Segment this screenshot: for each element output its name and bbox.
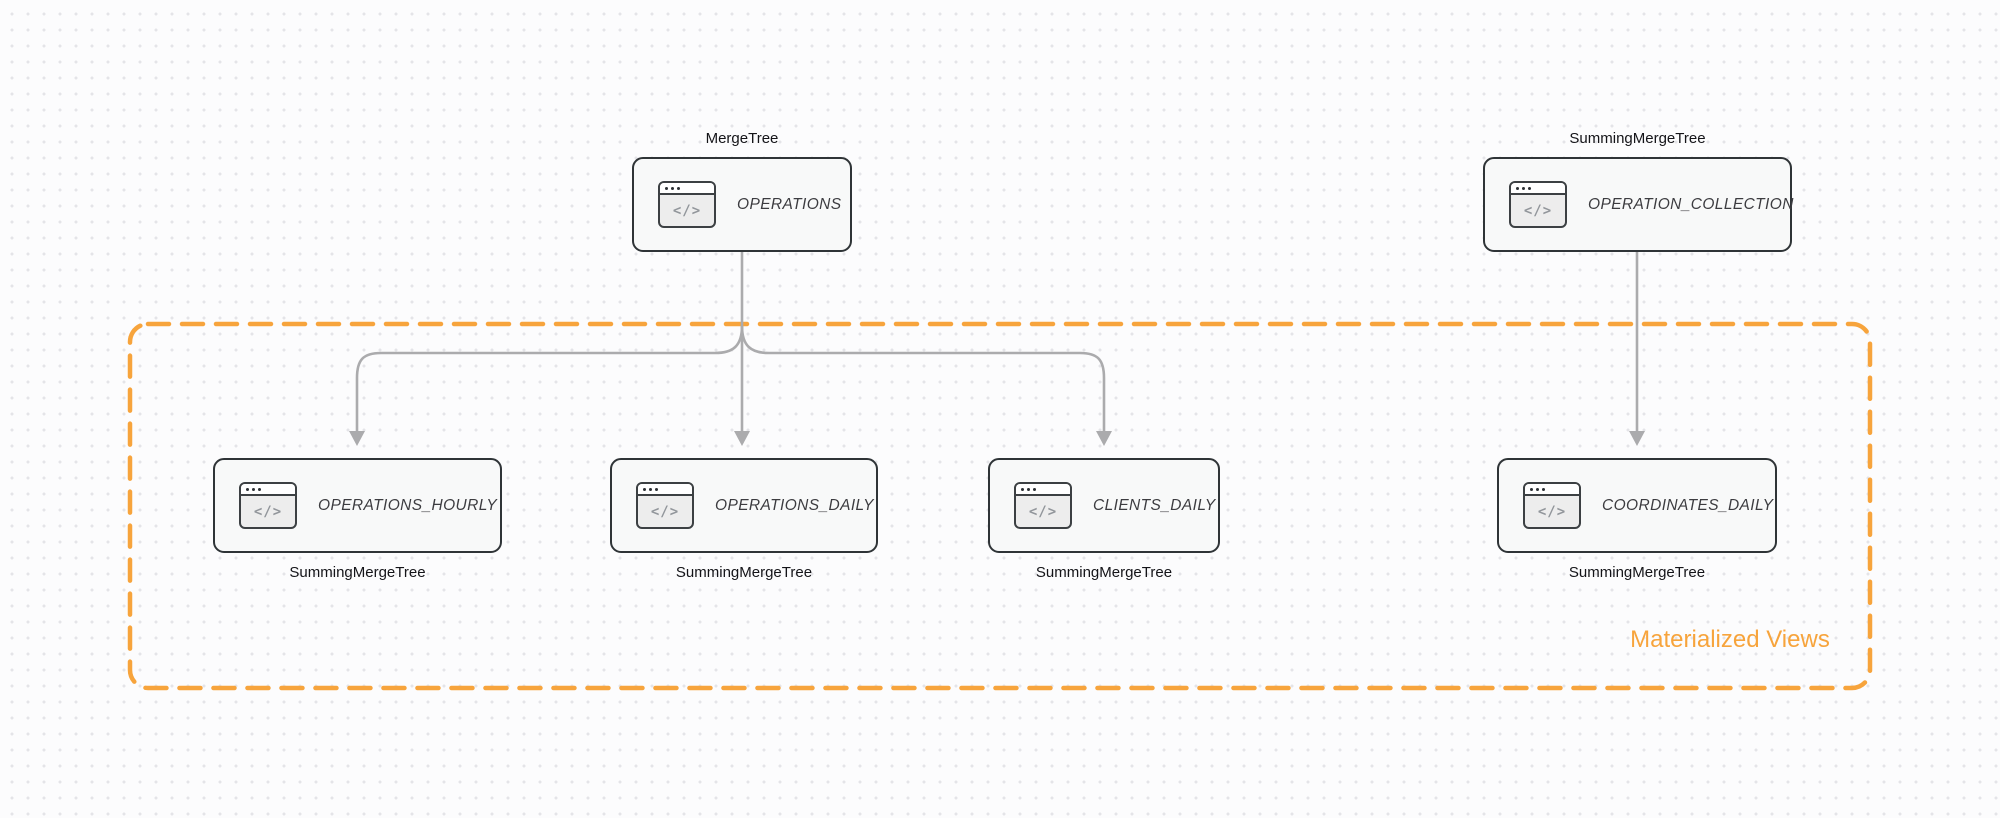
code-glyph: </>	[650, 503, 680, 520]
edge-operations-to-operations-hourly	[355, 325, 744, 431]
engine-label-operations-daily: SummingMergeTree	[675, 564, 813, 581]
node-label: OPERATIONS_DAILY	[715, 496, 874, 514]
table-node-operations-hourly[interactable]: </> OPERATIONS_HOURLY	[213, 458, 502, 553]
window-dots-icon	[1016, 484, 1070, 496]
code-glyph: </>	[1537, 503, 1567, 520]
code-window-icon: </>	[1523, 482, 1581, 529]
engine-label-operations: MergeTree	[705, 130, 779, 147]
engine-label-coordinates-daily: SummingMergeTree	[1568, 564, 1706, 581]
node-label: COORDINATES_DAILY	[1602, 496, 1774, 514]
table-node-operation-collection[interactable]: </> OPERATION_COLLECTION	[1483, 157, 1794, 252]
node-group-operations: MergeTree </> OPERATIONS	[632, 129, 852, 252]
window-dots-icon	[1511, 183, 1565, 195]
edge-operations-to-clients-daily	[740, 325, 1106, 431]
arrowhead-clients-daily	[1096, 431, 1112, 446]
window-dots-icon	[660, 183, 714, 195]
node-group-clients-daily: </> CLIENTS_DAILY SummingMergeTree	[988, 458, 1220, 583]
arrowhead-operations-hourly	[349, 431, 365, 446]
code-glyph: </>	[672, 202, 702, 219]
code-window-icon: </>	[239, 482, 297, 529]
engine-label-operation-collection: SummingMergeTree	[1569, 130, 1706, 147]
engine-label-clients-daily: SummingMergeTree	[1035, 564, 1173, 581]
code-window-icon: </>	[1014, 482, 1072, 529]
node-label: CLIENTS_DAILY	[1093, 496, 1216, 514]
engine-label-operations-hourly: SummingMergeTree	[289, 564, 426, 581]
table-node-coordinates-daily[interactable]: </> COORDINATES_DAILY	[1497, 458, 1777, 553]
code-window-icon: </>	[658, 181, 716, 228]
arrowhead-operations-daily	[734, 431, 750, 446]
node-group-operations-hourly: </> OPERATIONS_HOURLY SummingMergeTree	[213, 458, 502, 583]
code-glyph: </>	[253, 503, 283, 520]
code-window-icon: </>	[636, 482, 694, 529]
window-dots-icon	[638, 484, 692, 496]
table-node-operations-daily[interactable]: </> OPERATIONS_DAILY	[610, 458, 878, 553]
window-dots-icon	[241, 484, 295, 496]
node-label: OPERATION_COLLECTION	[1588, 195, 1794, 213]
node-label: OPERATIONS	[737, 195, 842, 213]
code-glyph: </>	[1523, 202, 1553, 219]
code-glyph: </>	[1028, 503, 1058, 520]
table-node-operations[interactable]: </> OPERATIONS	[632, 157, 852, 252]
node-group-operation-collection: SummingMergeTree </> OPERATION_COLLECTIO…	[1483, 129, 1794, 252]
table-node-clients-daily[interactable]: </> CLIENTS_DAILY	[988, 458, 1220, 553]
node-group-operations-daily: </> OPERATIONS_DAILY SummingMergeTree	[610, 458, 878, 583]
node-group-coordinates-daily: </> COORDINATES_DAILY SummingMergeTree	[1497, 458, 1777, 583]
arrowhead-coordinates-daily	[1629, 431, 1645, 446]
code-window-icon: </>	[1509, 181, 1567, 228]
node-label: OPERATIONS_HOURLY	[318, 496, 498, 514]
materialized-views-label: Materialized Views	[1630, 626, 1830, 653]
window-dots-icon	[1525, 484, 1579, 496]
